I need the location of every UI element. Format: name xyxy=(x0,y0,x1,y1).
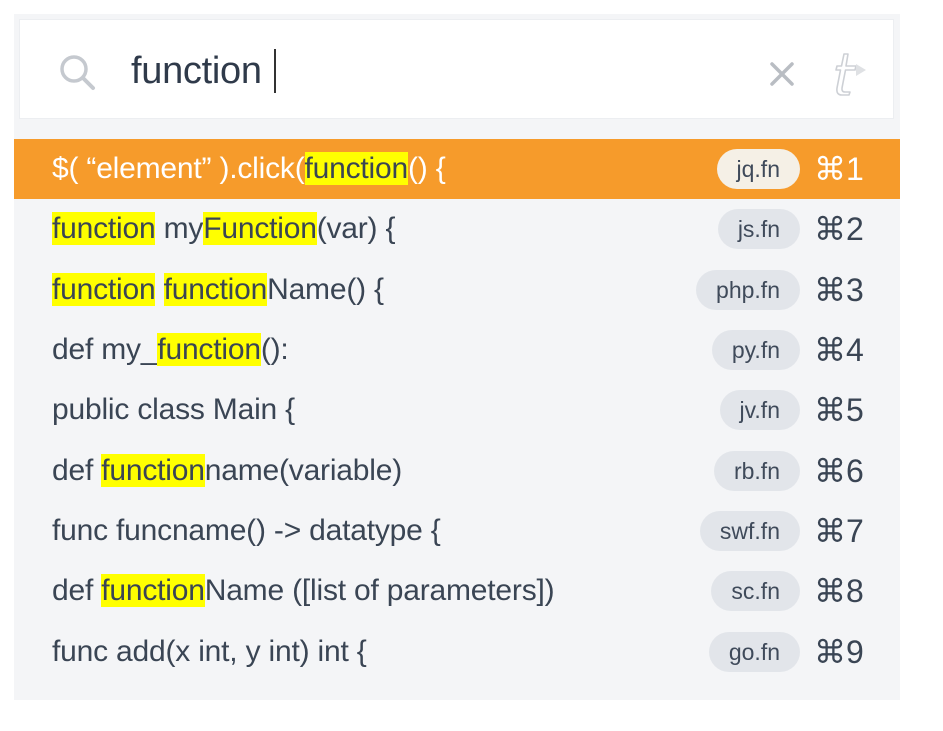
language-tag: jv.fn xyxy=(719,390,800,431)
match-highlight: function xyxy=(157,333,261,367)
snippet-search-panel: function $( “element” ).click(function()… xyxy=(14,14,900,700)
search-bar[interactable]: function xyxy=(19,19,894,119)
result-row[interactable]: def functionname(variable) rb.fn ⌘6 xyxy=(14,440,900,500)
language-tag: rb.fn xyxy=(713,450,800,491)
snippet-text: Name() { xyxy=(267,272,384,306)
keyboard-shortcut: ⌘2 xyxy=(814,211,864,248)
language-tag: py.fn xyxy=(711,330,800,371)
snippet-text: Name ([list of parameters]) xyxy=(204,574,555,608)
match-highlight: function xyxy=(101,453,205,487)
snippet-text: my xyxy=(155,212,204,246)
result-row[interactable]: function functionName() {php.fn⌘3 xyxy=(14,260,900,320)
snippet-text xyxy=(155,273,163,306)
keyboard-shortcut: ⌘4 xyxy=(814,332,864,369)
keyboard-shortcut: ⌘1 xyxy=(814,151,864,188)
search-query-text: function xyxy=(131,50,262,92)
match-highlight: function xyxy=(52,212,156,246)
keyboard-shortcut: ⌘5 xyxy=(814,392,864,429)
search-icon xyxy=(58,53,98,93)
result-row[interactable]: function myFunction(var) { js.fn ⌘2 xyxy=(14,199,900,259)
match-highlight: function xyxy=(304,152,408,186)
snippet-text: def xyxy=(52,453,102,487)
snippet-text: (): xyxy=(260,333,289,367)
snippet-text: $( “element” ).click( xyxy=(52,152,305,186)
snippet-code: function functionName() { xyxy=(52,272,384,307)
keyboard-shortcut: ⌘9 xyxy=(814,633,864,670)
keyboard-shortcut: ⌘3 xyxy=(814,271,864,308)
snippet-code: def functionname(variable) xyxy=(52,453,403,488)
match-highlight: Function xyxy=(203,212,317,246)
language-tag: sc.fn xyxy=(711,571,800,612)
brand-logo-icon xyxy=(830,50,870,98)
snippet-text: name(variable) xyxy=(204,453,403,487)
language-tag: swf.fn xyxy=(699,510,800,551)
snippet-text: (var) { xyxy=(316,212,396,246)
result-row[interactable]: $( “element” ).click(function() { jq.fn ⌘1 xyxy=(14,139,900,200)
keyboard-shortcut: ⌘7 xyxy=(814,512,864,549)
snippet-text: func add(x int, y int) int { xyxy=(52,634,367,668)
result-row[interactable]: func funcname() -> datatype { swf.fn ⌘7 xyxy=(14,501,900,561)
results-list: $( “element” ).click(function() {jq.fn⌘1… xyxy=(14,139,900,682)
result-row[interactable]: def functionName ([list of parameters]) s… xyxy=(14,561,900,621)
snippet-text: () { xyxy=(407,152,446,186)
keyboard-shortcut: ⌘6 xyxy=(814,452,864,489)
snippet-code: public class Main { xyxy=(52,393,295,427)
close-icon[interactable] xyxy=(768,60,796,88)
snippet-text: def xyxy=(52,574,102,608)
language-tag: php.fn xyxy=(696,269,800,310)
match-highlight: function xyxy=(101,574,205,608)
result-row[interactable]: def my_function(): py.fn ⌘4 xyxy=(14,320,900,380)
search-input[interactable]: function xyxy=(131,48,276,94)
snippet-code: def functionName ([list of parameters]) xyxy=(52,574,555,608)
match-highlight: function xyxy=(163,272,268,306)
language-tag: go.fn xyxy=(708,631,800,672)
result-row[interactable]: func add(x int, y int) int { go.fn ⌘9 xyxy=(14,621,900,681)
text-cursor xyxy=(273,49,276,93)
match-highlight: function xyxy=(52,272,156,306)
keyboard-shortcut: ⌘8 xyxy=(814,573,864,610)
result-row[interactable]: public class Main { jv.fn ⌘5 xyxy=(14,380,900,440)
snippet-code: func add(x int, y int) int { xyxy=(52,635,367,669)
language-tag: js.fn xyxy=(717,209,800,250)
snippet-text: func funcname() -> datatype { xyxy=(52,513,441,547)
language-tag: jq.fn xyxy=(716,149,800,190)
snippet-code: $( “element” ).click(function() { xyxy=(52,152,446,186)
snippet-text: public class Main { xyxy=(52,393,295,427)
snippet-code: func funcname() -> datatype { xyxy=(52,514,441,548)
snippet-text: def my_ xyxy=(52,333,158,367)
snippet-code: function myFunction(var) { xyxy=(52,212,396,246)
snippet-code: def my_function(): xyxy=(52,333,289,367)
